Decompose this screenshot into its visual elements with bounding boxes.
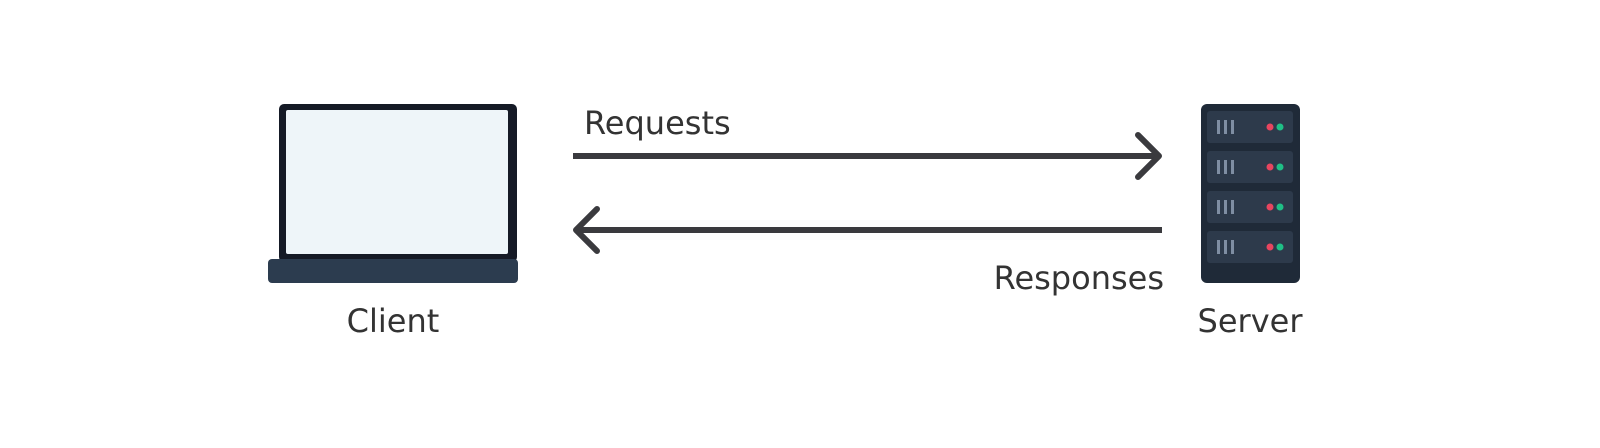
vent-icon [1231,160,1234,174]
responses-arrow [573,206,1162,254]
vent-icon [1231,240,1234,254]
requests-arrow [573,132,1162,180]
status-led-green-icon [1276,203,1284,211]
status-led-red-icon [1266,203,1274,211]
laptop-icon [268,104,518,283]
vent-icon [1224,160,1227,174]
client-label: Client [346,302,440,340]
status-led-green-icon [1276,243,1284,251]
status-led-green-icon [1276,163,1284,171]
laptop-screen [286,110,508,254]
vent-icon [1224,120,1227,134]
laptop-base [268,259,518,283]
vent-icon [1217,240,1220,254]
status-led-red-icon [1266,123,1274,131]
server-unit-panel [1207,151,1293,183]
server-label: Server [1197,302,1303,340]
server-rack-icon [1201,104,1300,283]
status-led-red-icon [1266,243,1274,251]
server-unit-panel [1207,111,1293,143]
responses-label: Responses [993,259,1164,297]
vent-icon [1217,120,1220,134]
server-unit [1207,191,1293,223]
status-led-red-icon [1266,163,1274,171]
responses-arrow-head [573,206,600,254]
requests-label: Requests [584,104,731,142]
vent-icon [1224,240,1227,254]
vent-icon [1231,200,1234,214]
server-unit [1207,231,1293,263]
server-unit [1207,111,1293,143]
vent-icon [1224,200,1227,214]
vent-icon [1217,200,1220,214]
requests-arrow-head [1135,132,1162,180]
server-unit [1207,151,1293,183]
vent-icon [1231,120,1234,134]
server-unit-panel [1207,191,1293,223]
status-led-green-icon [1276,123,1284,131]
vent-icon [1217,160,1220,174]
server-unit-panel [1207,231,1293,263]
